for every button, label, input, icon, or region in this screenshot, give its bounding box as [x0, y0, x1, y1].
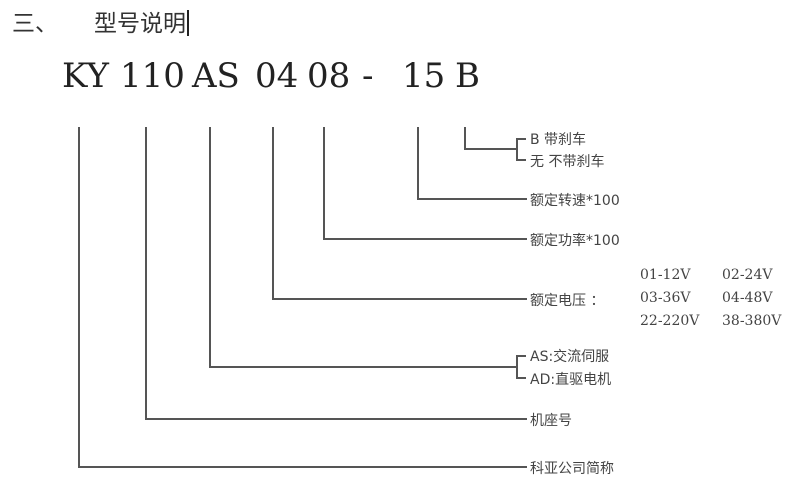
label-brake-b: B 带刹车 [530, 132, 587, 148]
line-brake-h [464, 148, 516, 150]
line-frame-v [145, 127, 147, 419]
text-cursor [187, 10, 189, 36]
voltage-option: 04-48V [722, 290, 773, 306]
voltage-option: 22-220V [640, 313, 700, 329]
line-company-h [78, 466, 527, 468]
label-power: 额定功率*100 [530, 233, 620, 249]
line-frame-h [145, 418, 527, 420]
bracket-type-v [516, 355, 518, 378]
model-code: KY 110 AS 04 08 - 15 B [62, 56, 482, 100]
label-type-ad: AD:直驱电机 [530, 372, 612, 388]
line-voltage-h [272, 298, 527, 300]
code-part-frame: 110 [120, 56, 185, 96]
label-speed: 额定转速*100 [530, 193, 620, 209]
line-speed-v [417, 127, 419, 199]
code-part-dash: - [362, 56, 374, 96]
bracket-type-top [516, 355, 526, 357]
label-type-as: AS:交流伺服 [530, 349, 610, 365]
line-power-h [323, 238, 527, 240]
voltage-option: 38-380V [722, 313, 782, 329]
line-speed-h [417, 198, 527, 200]
label-company: 科亚公司简称 [530, 461, 614, 477]
line-voltage-v [272, 127, 274, 299]
label-voltage: 额定电压 ： [530, 293, 605, 309]
bracket-brake-top [516, 138, 526, 140]
bracket-brake-bottom [516, 159, 526, 161]
code-part-power: 08 [307, 56, 351, 96]
code-part-type: AS [192, 56, 240, 96]
line-power-v [323, 127, 325, 239]
voltage-option: 02-24V [722, 267, 773, 283]
bracket-brake-v [516, 138, 518, 160]
line-brake-v [464, 127, 466, 149]
code-part-company: KY [62, 56, 109, 96]
code-part-voltage: 04 [255, 56, 299, 96]
label-frame: 机座号 [530, 413, 572, 429]
line-company-v [78, 127, 80, 467]
voltage-option: 01-12V [640, 267, 691, 283]
section-heading: 三、 型号说明 [12, 4, 189, 38]
code-part-brake: B [455, 56, 480, 96]
bracket-type-bottom [516, 377, 526, 379]
voltage-option: 03-36V [640, 290, 691, 306]
line-type-h [209, 366, 516, 368]
label-brake-none: 无 不带刹车 [530, 154, 605, 170]
section-title: 型号说明 [94, 11, 186, 37]
section-number: 三、 [12, 11, 58, 37]
line-type-v [209, 127, 211, 367]
code-part-speed: 15 [402, 56, 446, 96]
